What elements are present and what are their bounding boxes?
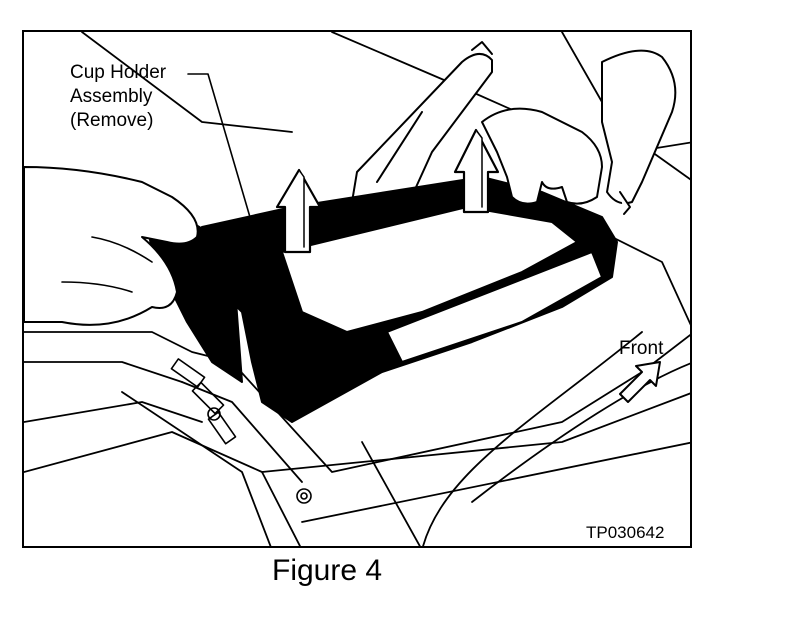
left-hand [24, 166, 199, 326]
callout-label-line-2: Assembly [70, 86, 153, 107]
illustration-frame [22, 30, 692, 548]
callout-leader-line [187, 73, 253, 225]
cup-holder-removal-illustration [24, 32, 690, 546]
direction-label: Front [619, 338, 664, 359]
removal-arrow-right [453, 128, 500, 214]
cup-holder-assembly [141, 176, 618, 423]
callout-label-line-3: (Remove) [70, 110, 154, 131]
figure-caption: Figure 4 [272, 554, 383, 587]
front-arrow-icon [619, 361, 661, 403]
console-vents [170, 358, 312, 504]
drawing-code: TP030642 [586, 523, 665, 542]
callout-label-line-1: Cup Holder [70, 62, 167, 83]
removal-arrow-left [275, 168, 322, 254]
brake-lever [351, 41, 493, 208]
right-hand [481, 49, 677, 215]
